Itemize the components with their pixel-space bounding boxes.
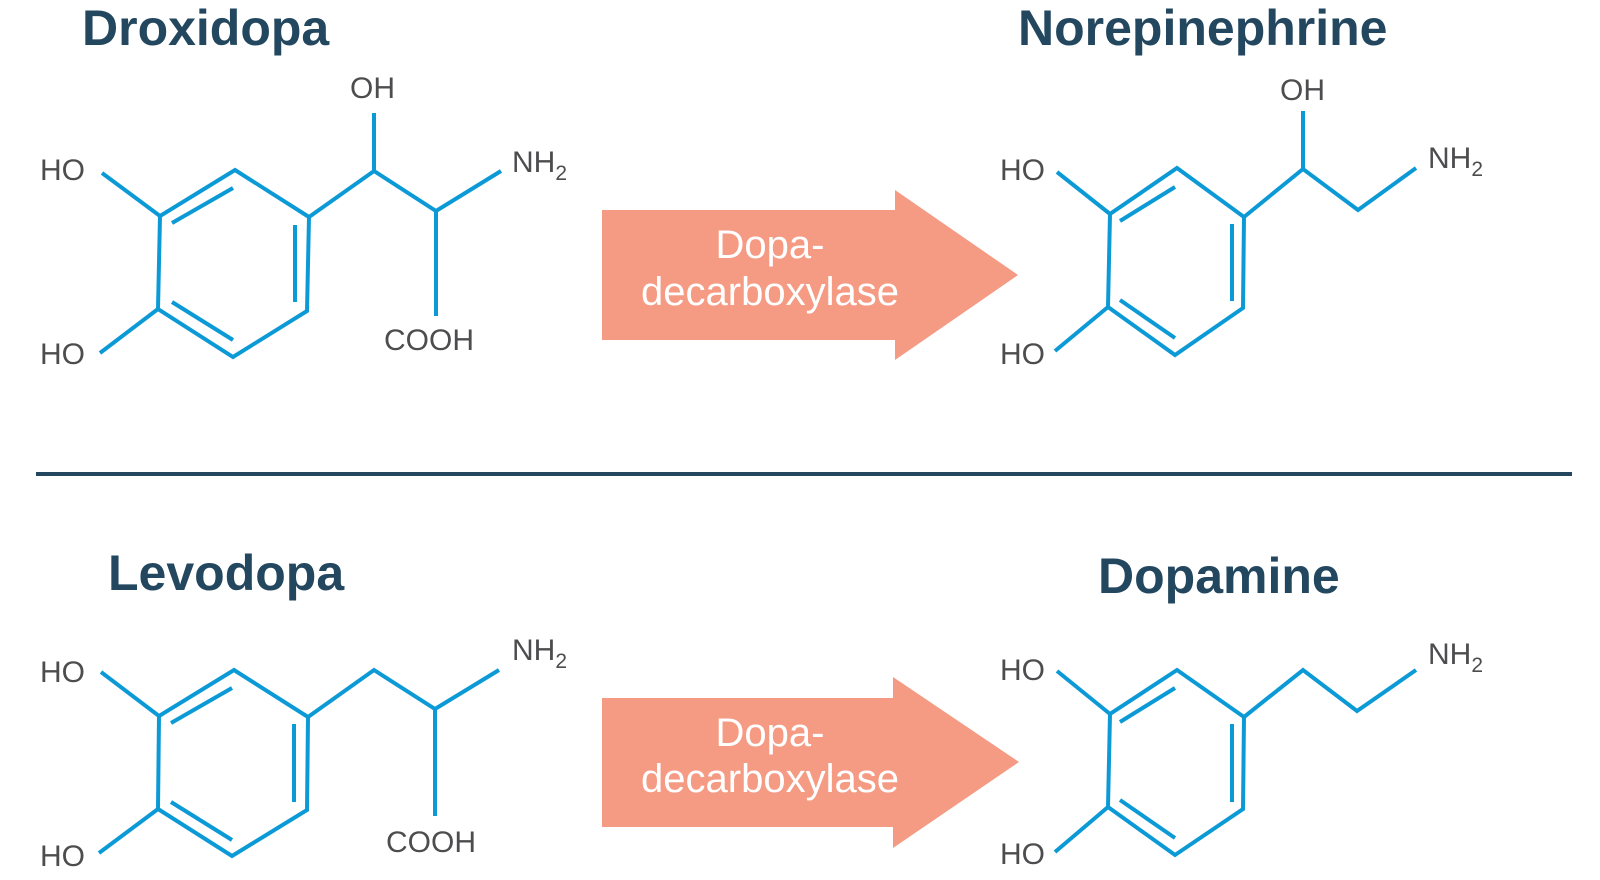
molecule-droxidopa: Droxidopa HO HO OH COOH NH2 [40, 0, 567, 371]
atom-label-ho: HO [40, 840, 85, 873]
droxidopa-bonds [98, 113, 503, 360]
enzyme-label-line1: Dopa- [716, 223, 825, 267]
arrow-shape [602, 677, 1019, 848]
benzene-ring [1105, 165, 1247, 358]
norepinephrine-bonds [1053, 111, 1418, 358]
benzene-ring [155, 167, 312, 360]
double-bond [1118, 798, 1177, 840]
ho-bond [1053, 305, 1110, 353]
side-chain [1242, 166, 1418, 219]
enzyme-arrow: Dopa- decarboxylase [602, 190, 1018, 360]
ho-bond [1055, 170, 1112, 216]
molecule-title: Dopamine [1098, 548, 1340, 604]
atom-label-nh2: NH2 [1428, 142, 1483, 181]
atom-label-ho: HO [1000, 838, 1045, 871]
enzyme-label-line2: decarboxylase [641, 270, 899, 314]
benzene-ring [155, 667, 311, 859]
side-chain [307, 168, 503, 219]
atom-label-cooh: COOH [384, 324, 474, 357]
molecule-levodopa: Levodopa HO HO COOH NH2 [40, 545, 567, 873]
ho-bond [1053, 805, 1110, 854]
ho-bond [100, 171, 162, 218]
enzyme-arrow: Dopa- decarboxylase [602, 677, 1019, 848]
ho-bond [97, 807, 160, 855]
reaction-droxidopa-to-norepinephrine: Droxidopa HO HO OH COOH NH2 Dopa- decarb [40, 0, 1483, 371]
atom-label-ho: HO [1000, 654, 1045, 687]
enzyme-label-line2: decarboxylase [641, 757, 899, 801]
atom-label-ho: HO [40, 154, 85, 187]
atom-label-nh2: NH2 [1428, 638, 1483, 677]
molecule-dopamine: Dopamine HO HO NH2 [1000, 548, 1483, 871]
levodopa-bonds [97, 667, 501, 859]
atom-label-cooh: COOH [386, 826, 476, 859]
double-bond [1118, 298, 1177, 340]
ho-bond [1055, 669, 1112, 716]
atom-label-nh2: NH2 [512, 634, 567, 673]
atom-label-ho: HO [40, 338, 85, 371]
double-bond [1118, 185, 1177, 223]
double-bond [170, 300, 235, 342]
enzyme-label-line1: Dopa- [716, 711, 825, 755]
atom-label-ho: HO [40, 656, 85, 689]
double-bond [170, 686, 233, 725]
side-chain [306, 667, 501, 719]
double-bond [171, 186, 234, 225]
atom-label-oh: OH [350, 72, 395, 105]
atom-label-nh2: NH2 [512, 146, 567, 185]
molecule-norepinephrine: Norepinephrine HO HO OH NH2 [1000, 0, 1483, 371]
reaction-levodopa-to-dopamine: Levodopa HO HO COOH NH2 Dopa- decarboxyl… [40, 545, 1483, 873]
arrow-shape [602, 190, 1018, 360]
double-bond [1118, 686, 1177, 724]
atom-label-ho: HO [1000, 154, 1045, 187]
benzene-ring [1105, 667, 1247, 858]
ho-bond [98, 307, 160, 355]
molecule-title: Norepinephrine [1018, 0, 1387, 56]
molecule-title: Droxidopa [82, 0, 330, 56]
atom-label-ho: HO [1000, 338, 1045, 371]
atom-label-oh: OH [1280, 74, 1325, 107]
double-bond [169, 800, 234, 842]
ho-bond [99, 670, 161, 718]
side-chain [1242, 667, 1418, 719]
molecule-title: Levodopa [108, 545, 345, 601]
dopamine-bonds [1053, 667, 1418, 858]
